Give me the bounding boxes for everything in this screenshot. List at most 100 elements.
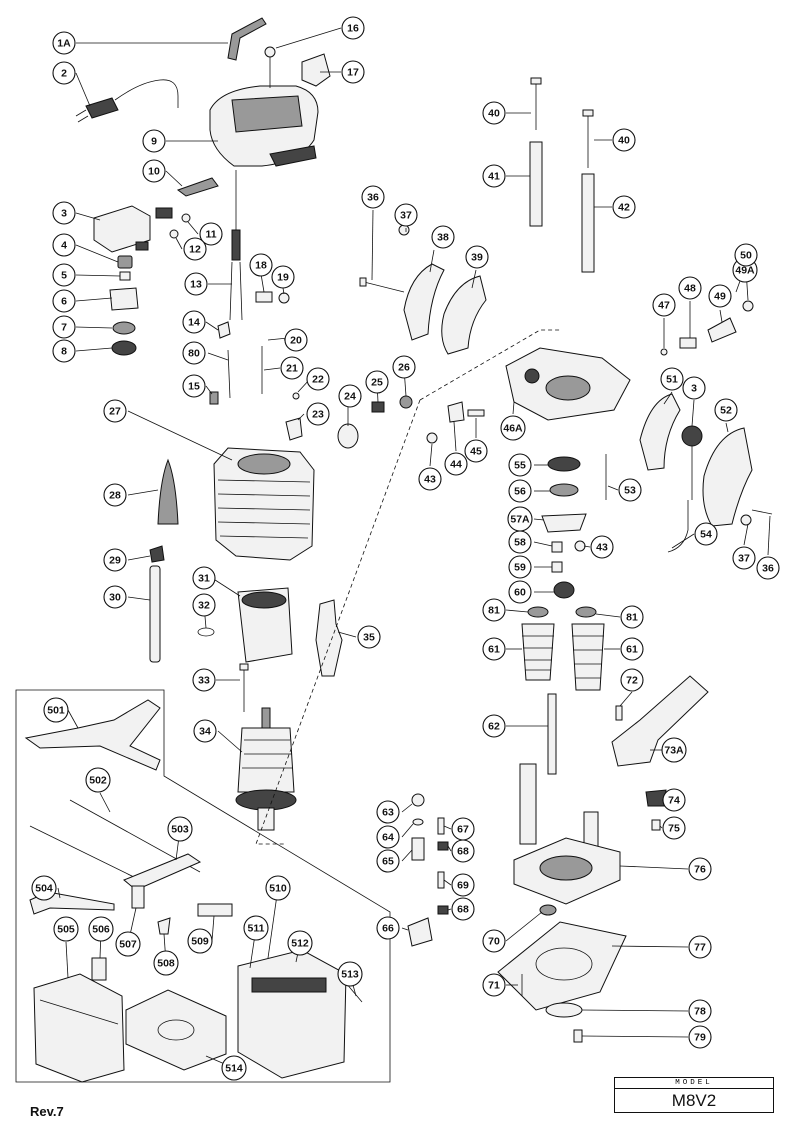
callout-number: 7 [61, 322, 67, 334]
callout-number: 44 [450, 459, 462, 471]
callout-number: 6 [61, 296, 67, 308]
callout-number: 503 [171, 824, 189, 836]
callout-number: 17 [347, 67, 359, 79]
callout-number: 36 [762, 563, 774, 575]
callout-number: 45 [470, 446, 482, 458]
callout-circle [694, 522, 718, 546]
callout-number: 510 [269, 883, 287, 895]
callout-number: 78 [694, 1006, 706, 1018]
callout-circle [688, 999, 712, 1023]
part-callout-505: 505 [53, 916, 79, 942]
callout-number: 25 [371, 377, 383, 389]
part-callout-514: 514 [221, 1055, 247, 1081]
callout-circle [52, 61, 76, 85]
part-callout-10: 10 [142, 159, 166, 183]
part-callout-56: 56 [508, 479, 532, 503]
callout-number: 43 [596, 542, 608, 554]
callout-circle [284, 328, 308, 352]
callout-number: 5 [61, 270, 67, 282]
callout-circle [376, 916, 400, 940]
callout-circle [732, 546, 756, 570]
callout-number: 69 [457, 880, 469, 892]
part-callout-25: 25 [365, 370, 389, 394]
part-callout-506: 506 [88, 916, 114, 942]
callout-number: 36 [367, 192, 379, 204]
callout-circle [337, 961, 363, 987]
part-callout-77: 77 [688, 935, 712, 959]
callout-number: 62 [488, 721, 500, 733]
part-callout-26: 26 [392, 355, 416, 379]
callout-circle [620, 668, 644, 692]
part-callout-64: 64 [376, 825, 400, 849]
callout-number: 70 [488, 936, 500, 948]
part-callout-24: 24 [338, 384, 362, 408]
callout-circle [508, 479, 532, 503]
callout-circle [187, 928, 213, 954]
part-callout-43: 43 [418, 467, 442, 491]
callout-circle [115, 931, 141, 957]
callout-circle [192, 668, 216, 692]
callout-circle [682, 376, 706, 400]
part-callout-37: 37 [732, 546, 756, 570]
part-callout-18: 18 [249, 253, 273, 277]
part-callout-59: 59 [508, 555, 532, 579]
callout-circle [714, 398, 738, 422]
callout-number: 38 [437, 232, 449, 244]
callout-circle [688, 935, 712, 959]
callout-number: 80 [188, 348, 200, 360]
callout-number: 507 [119, 939, 137, 951]
callout-number: 23 [312, 409, 324, 421]
part-callout-78: 78 [688, 999, 712, 1023]
part-callout-29: 29 [103, 548, 127, 572]
callout-circle [508, 580, 532, 604]
callout-circle [103, 585, 127, 609]
part-callout-17: 17 [341, 60, 365, 84]
callout-circle [376, 825, 400, 849]
part-callout-40: 40 [612, 128, 636, 152]
part-callout-43: 43 [590, 535, 614, 559]
callout-circle [482, 164, 506, 188]
callout-number: 77 [694, 942, 706, 954]
callout-number: 46A [503, 423, 523, 435]
part-callout-36: 36 [756, 556, 780, 580]
callout-number: 33 [198, 675, 210, 687]
callout-circle [734, 243, 758, 267]
callout-circle [85, 767, 111, 793]
callout-circle [590, 535, 614, 559]
callout-number: 65 [382, 856, 394, 868]
callout-number: 18 [255, 260, 267, 272]
part-callout-14: 14 [182, 310, 206, 334]
model-heading: MODEL [615, 1078, 773, 1089]
callout-number: 15 [188, 381, 200, 393]
callout-circle [271, 265, 295, 289]
callout-number: 10 [148, 166, 160, 178]
part-callout-74: 74 [662, 788, 686, 812]
callout-number: 24 [344, 391, 356, 403]
model-box: MODEL M8V2 [614, 1077, 774, 1113]
part-callout-23: 23 [306, 402, 330, 426]
callout-number: 13 [190, 279, 202, 291]
callout-number: 61 [626, 644, 638, 656]
part-callout-33: 33 [192, 668, 216, 692]
callout-circle [431, 225, 455, 249]
callout-circle [612, 195, 636, 219]
callout-circle [221, 1055, 247, 1081]
callout-circle [199, 222, 223, 246]
callout-number: 42 [618, 202, 630, 214]
callout-number: 68 [457, 846, 469, 858]
callout-number: 73A [664, 745, 684, 757]
callout-number: 57A [510, 514, 530, 526]
callout-circle [508, 530, 532, 554]
callout-circle [243, 915, 269, 941]
callout-circle [357, 625, 381, 649]
callout-number: 76 [694, 864, 706, 876]
part-callout-62: 62 [482, 714, 506, 738]
callout-circle [500, 415, 526, 441]
part-callout-76: 76 [688, 857, 712, 881]
callout-number: 40 [618, 135, 630, 147]
part-callout-11: 11 [199, 222, 223, 246]
part-callout-73a: 73A [661, 737, 687, 763]
part-callout-48: 48 [678, 276, 702, 300]
callout-number: 511 [248, 923, 265, 935]
callout-number: 59 [514, 562, 526, 574]
